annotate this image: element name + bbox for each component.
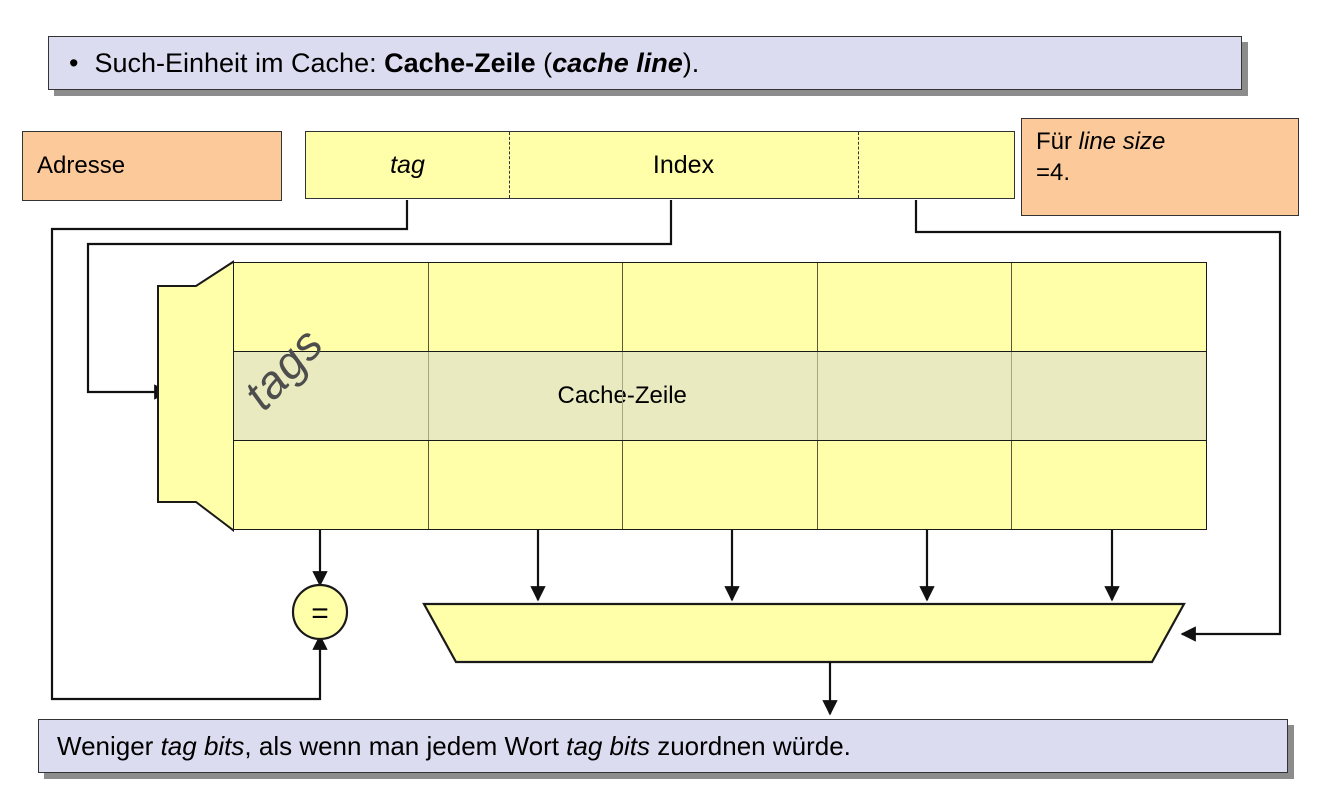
address-segment-tag: tag [306,132,509,198]
cache-row [234,263,1206,351]
cache-cell [1011,352,1206,440]
decoder-shape-outline [157,261,234,531]
address-segment-offset [858,132,1014,198]
cache-cell [427,263,623,351]
address-divider-tag-index [509,132,510,198]
cache-row-highlighted: Cache-Zeile [234,351,1206,440]
bullet-glyph: • [69,47,79,78]
cache-cell [234,263,428,351]
top-banner-bold-term: Cache-Zeile [384,47,536,78]
top-banner-text: Such-Einheit im Cache: Cache-Zeile (cach… [94,48,699,79]
adresse-label: Adresse [37,152,126,179]
bottom-banner-p3: zuordnen würde. [650,730,851,761]
cache-cell [622,352,817,440]
bottom-banner-p1: Weniger [57,730,161,761]
comparator-equals-label: = [311,597,329,630]
bottom-banner-p2: , als wenn man jedem Wort [244,730,567,761]
address-segment-index-label: Index [652,150,715,179]
cache-cell [816,441,1012,529]
line-size-note-italic: line size [1078,128,1166,155]
address-field: tag Index [305,131,1015,199]
top-banner: • Such-Einheit im Cache: Cache-Zeile (ca… [48,36,1242,90]
cache-grid: Cache-Zeile [233,262,1207,530]
top-banner-open-paren: ( [535,47,553,78]
address-divider-index-offset [858,132,859,198]
bottom-banner-text: Weniger tag bits, als wenn man jedem Wor… [57,731,851,762]
adresse-label-box: Adresse [22,131,282,201]
cache-row [234,440,1206,529]
address-segment-index: Index [509,132,858,198]
top-banner-bold-italic-term: cache line [552,47,683,78]
multiplexer-shape [422,602,1186,664]
cache-cell [816,263,1012,351]
bottom-banner-i2: tag bits [566,730,650,761]
line-size-note-box: Für line size =4. [1021,118,1299,216]
cache-cell [234,441,428,529]
bottom-banner-i1: tag bits [160,730,245,761]
cache-cell [816,352,1012,440]
cache-cell [1011,441,1206,529]
cache-cell-with-label: Cache-Zeile [427,352,687,440]
cache-cell [622,263,817,351]
bottom-banner: Weniger tag bits, als wenn man jedem Wor… [38,719,1288,773]
top-banner-lead: Such-Einheit im Cache: [94,47,385,78]
line-size-note-prefix: Für [1036,128,1079,155]
cache-cell [1011,263,1206,351]
cache-cell [427,441,623,529]
address-segment-tag-label: tag [390,150,425,179]
cache-cell [622,441,817,529]
line-size-note-suffix: =4. [1036,158,1071,186]
decoder-shape [159,260,234,533]
top-banner-close: ). [682,47,700,78]
